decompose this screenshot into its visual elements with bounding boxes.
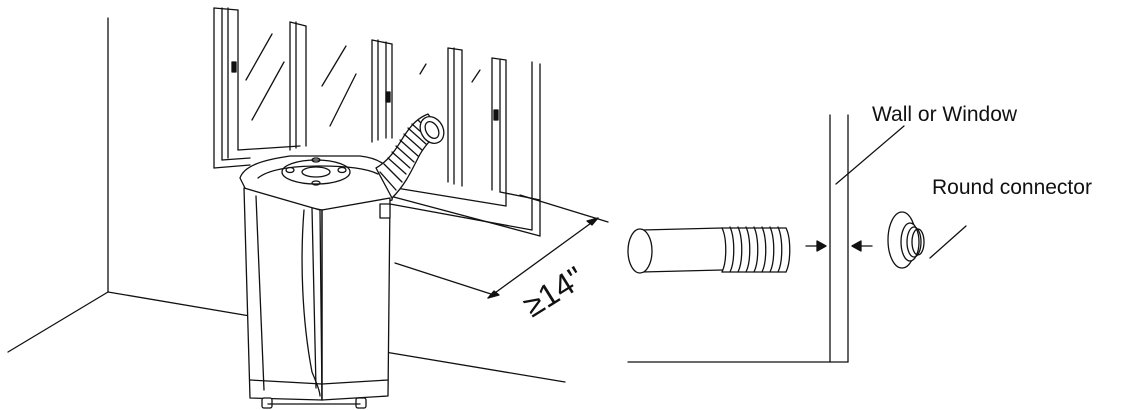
exhaust-hose-icon (375, 113, 445, 199)
arrow-right-icon (805, 240, 827, 252)
portable-air-conditioner-icon (239, 155, 395, 409)
clearance-dimension (394, 194, 609, 299)
arrow-left-icon (851, 240, 873, 252)
room-corner (7, 17, 566, 383)
round-connector-label: Round connector (932, 176, 1092, 199)
exhaust-hose-detail-icon (627, 226, 791, 274)
wall-section (627, 114, 905, 363)
window-frame (213, 7, 541, 237)
wall-or-window-label: Wall or Window (872, 103, 1018, 126)
round-connector-icon (887, 211, 967, 269)
